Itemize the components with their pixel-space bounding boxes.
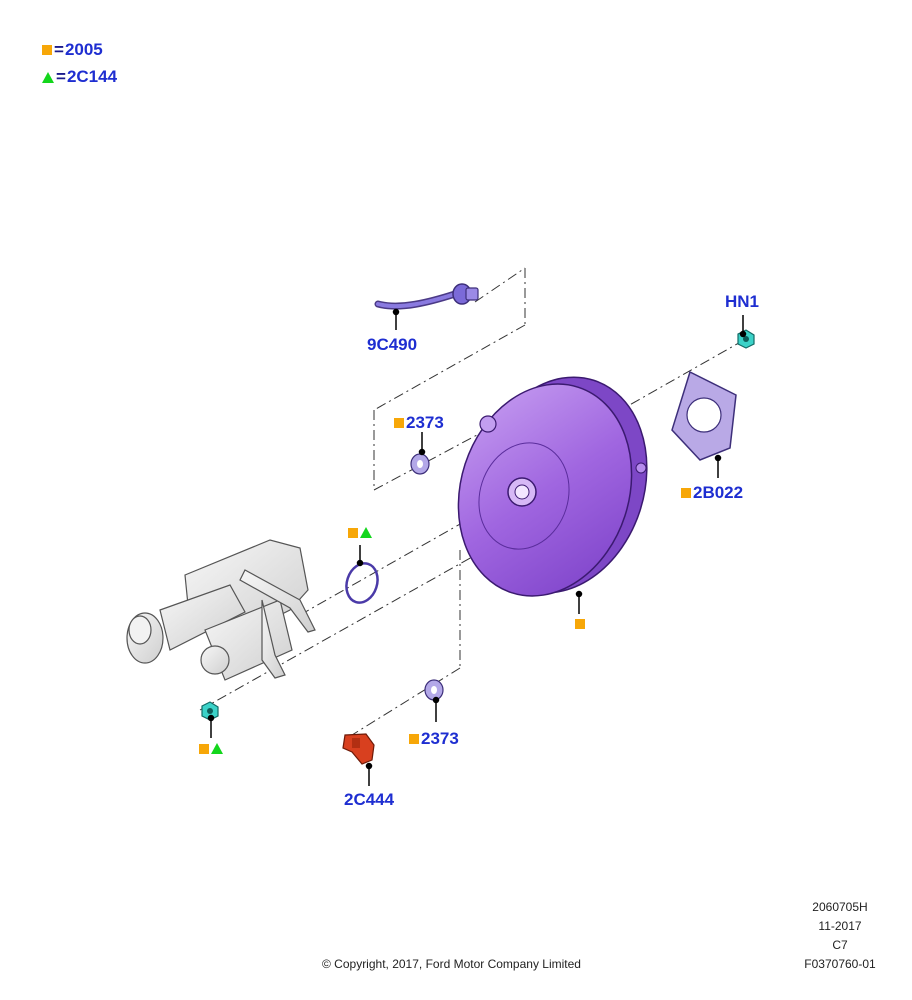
washer-bottom-part[interactable] bbox=[424, 679, 444, 701]
illustration-number: F0370760-01 bbox=[804, 957, 876, 971]
brake-booster-part[interactable] bbox=[432, 354, 674, 618]
callout-washer-top[interactable]: 2373 bbox=[394, 413, 444, 433]
orange-square-icon bbox=[42, 45, 52, 55]
legend-equals: = bbox=[54, 40, 64, 59]
clip-part[interactable] bbox=[342, 733, 375, 765]
orange-square-icon bbox=[409, 734, 419, 744]
nut-bottom-part[interactable] bbox=[201, 701, 219, 721]
master-cylinder-part[interactable] bbox=[126, 539, 316, 681]
leader-lines bbox=[207, 308, 747, 786]
revision-date: 11-2017 bbox=[818, 919, 862, 933]
callout-washer-bottom-label: 2373 bbox=[421, 729, 459, 748]
orange-square-icon bbox=[681, 488, 691, 498]
callout-nut-top-label: HN1 bbox=[725, 292, 760, 311]
callout-gasket[interactable]: 2B022 bbox=[681, 483, 743, 503]
green-triangle-icon bbox=[42, 71, 54, 83]
orange-square-icon bbox=[575, 619, 585, 629]
callout-booster[interactable] bbox=[575, 619, 585, 629]
callout-washer-top-label: 2373 bbox=[406, 413, 444, 432]
callout-hose-label: 9C490 bbox=[367, 335, 418, 354]
green-triangle-icon bbox=[360, 527, 372, 538]
copyright-notice: © Copyright, 2017, Ford Motor Company Li… bbox=[322, 957, 581, 971]
legend-row-square: = 2005 bbox=[42, 40, 103, 60]
callout-nut-top[interactable]: HN1 bbox=[725, 292, 759, 312]
vacuum-hose-part[interactable] bbox=[374, 283, 479, 310]
legend-equals: = bbox=[56, 67, 66, 86]
legend-row-triangle: = 2C144 bbox=[42, 67, 117, 87]
callout-gasket-label: 2B022 bbox=[693, 483, 744, 502]
legend-code-2005: 2005 bbox=[64, 40, 103, 59]
legend-code-2c144: 2C144 bbox=[66, 67, 118, 86]
o-ring-part[interactable] bbox=[342, 559, 383, 606]
gasket-part[interactable] bbox=[671, 370, 737, 461]
callout-o-ring[interactable] bbox=[348, 527, 372, 538]
washer-top-part[interactable] bbox=[410, 453, 430, 475]
callout-hose[interactable]: 9C490 bbox=[367, 335, 417, 355]
section-code: C7 bbox=[832, 938, 848, 952]
callout-nut-bottom[interactable] bbox=[199, 743, 223, 754]
orange-square-icon bbox=[348, 527, 358, 538]
callout-clip[interactable]: 2C444 bbox=[344, 790, 394, 810]
callout-washer-bottom[interactable]: 2373 bbox=[409, 729, 459, 749]
callout-clip-label: 2C444 bbox=[344, 790, 395, 809]
orange-square-icon bbox=[394, 418, 404, 428]
green-triangle-icon bbox=[211, 743, 223, 754]
orange-square-icon bbox=[199, 743, 209, 754]
construction-lines bbox=[199, 267, 745, 736]
reference-number: 2060705H bbox=[812, 900, 868, 914]
